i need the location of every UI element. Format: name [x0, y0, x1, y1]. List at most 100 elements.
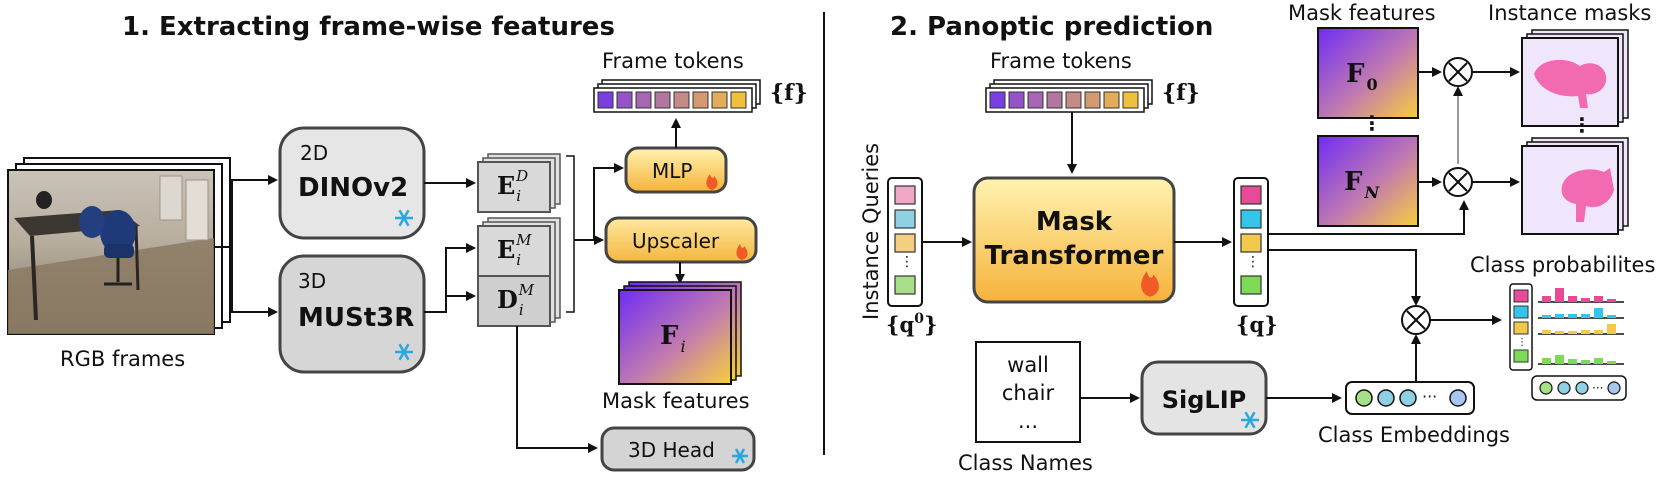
prob-bar-rows: [1538, 288, 1624, 365]
prob-bar: [1555, 288, 1564, 302]
prob-bar: [1607, 315, 1616, 318]
prob-bar: [1594, 296, 1603, 302]
arrow-frames-to-must3r: [231, 247, 278, 317]
prob-bar: [1555, 355, 1564, 364]
class-names-label: Class Names: [958, 451, 1093, 475]
instance-queries-column: ⋮: [887, 177, 923, 307]
query-cells: ⋮: [894, 185, 916, 295]
arrow-dm-to-3dhead: [516, 326, 598, 453]
part1-title: 1. Extracting frame-wise features: [122, 12, 615, 42]
flame-icon: [736, 244, 748, 260]
frame-tokens-symbol-right: {f}: [1162, 80, 1200, 106]
mask-feature-ellipsis: ⋮: [1362, 111, 1382, 135]
snowflake-icon: [1241, 411, 1259, 429]
class-embeddings-row: ···: [1345, 381, 1475, 415]
arrow-to-mlp: [593, 163, 624, 240]
class-embeddings-label: Class Embeddings: [1318, 423, 1510, 447]
class-probs-label: Class probabilites: [1470, 253, 1655, 277]
mlp-label: MLP: [652, 159, 692, 183]
class-name-more: ...: [1018, 409, 1038, 433]
query-cell: [894, 275, 916, 295]
query-cells: ⋮: [1240, 185, 1262, 295]
rgb-frames-stack: [7, 157, 231, 335]
prob-bar: [1594, 330, 1603, 334]
feature-bracket: [566, 155, 575, 313]
prob-bar: [1594, 308, 1603, 318]
arrow-queries-to-class-product: [1268, 249, 1421, 306]
feature-dm-label: DiM: [497, 281, 535, 319]
must3r-block: 3D MUSt3R: [278, 254, 426, 374]
query-ellipsis: ⋮: [900, 254, 914, 270]
prob-bar: [1581, 298, 1590, 302]
query-cell: [894, 185, 916, 205]
prob-query-cell: [1513, 289, 1529, 303]
frame-token-cells: [989, 91, 1139, 109]
instance-mask-ellipsis: ⋮: [1572, 113, 1592, 137]
class-probs-panel: ⋮ ···: [1509, 283, 1627, 401]
mlp-block: MLP: [624, 146, 728, 194]
prob-bar: [1581, 330, 1590, 334]
prob-bar: [1542, 330, 1551, 334]
upscaler-block: Upscaler: [604, 216, 758, 264]
frame-token-cell: [635, 91, 652, 109]
siglip-label: SigLIP: [1162, 386, 1247, 414]
frame-token-cell: [1046, 91, 1063, 109]
mask-transformer-block: Mask Transformer: [972, 176, 1176, 304]
instance-mask-top-stack: [1521, 29, 1629, 127]
prob-bar: [1607, 299, 1616, 302]
class-names-box: wall chair ...: [975, 341, 1081, 443]
3d-head-label: 3D Head: [628, 438, 715, 462]
frame-tokens-strip-right: [985, 79, 1153, 113]
must3r-name: MUSt3R: [298, 303, 414, 333]
prob-bar: [1568, 359, 1577, 364]
instance-queries-label: Instance Queries: [859, 143, 883, 320]
frame-token-cell: [1065, 91, 1082, 109]
embedding-ellipsis: ···: [1422, 387, 1437, 406]
prob-embedding-ellipsis: ···: [1592, 381, 1603, 395]
frame-tokens-symbol-left: {f}: [770, 80, 808, 106]
dinov2-name: DINOv2: [298, 173, 408, 203]
prob-query-cells: ⋮: [1513, 289, 1529, 363]
arrow-must3r-to-dm: [445, 291, 476, 312]
flame-icon: [1141, 271, 1159, 297]
prob-bar: [1555, 331, 1564, 334]
query-cell: [894, 209, 916, 229]
circle-times-icon: [1443, 57, 1473, 87]
prob-bar: [1568, 296, 1577, 302]
prob-bar: [1607, 361, 1616, 364]
rgb-frames-label: RGB frames: [60, 347, 185, 371]
arrow-queries-to-mask-product: [1268, 200, 1469, 235]
prob-bar: [1542, 315, 1551, 318]
prob-bar: [1542, 296, 1551, 302]
dinov2-block: 2D DINOv2: [278, 126, 426, 240]
prob-query-cell: [1513, 321, 1529, 335]
dinov2-tag: 2D: [300, 141, 328, 165]
3d-head-block: 3D Head: [600, 426, 756, 472]
frame-token-cell: [711, 91, 728, 109]
part2-title: 2. Panoptic prediction: [890, 12, 1213, 42]
prob-bar: [1581, 360, 1590, 364]
feature-em-label: EiM: [497, 231, 532, 269]
query-ellipsis: ⋮: [1246, 254, 1260, 270]
snowflake-icon: [395, 209, 413, 227]
output-queries-column: ⋮: [1233, 177, 1269, 307]
mask-features-left-label: Mask features: [602, 389, 750, 413]
arrow-frames-to-dino: [231, 175, 278, 247]
mask-features-right-label: Mask features: [1288, 1, 1436, 25]
frame-token-cell: [616, 91, 633, 109]
rgb-frame-photo: [7, 169, 215, 335]
class-name-chair: chair: [1002, 381, 1055, 405]
frame-token-cell: [1103, 91, 1120, 109]
prob-bar: [1568, 331, 1577, 334]
upscaler-label: Upscaler: [632, 229, 720, 253]
feature-ed-label: EiD: [497, 167, 528, 205]
frame-token-cell: [989, 91, 1006, 109]
mask-transformer-line2: Transformer: [985, 241, 1164, 271]
must3r-tag: 3D: [298, 269, 326, 293]
frame-token-cell: [1122, 91, 1139, 109]
frame-token-cell: [1008, 91, 1025, 109]
arrow-must3r-to-em: [424, 243, 476, 313]
